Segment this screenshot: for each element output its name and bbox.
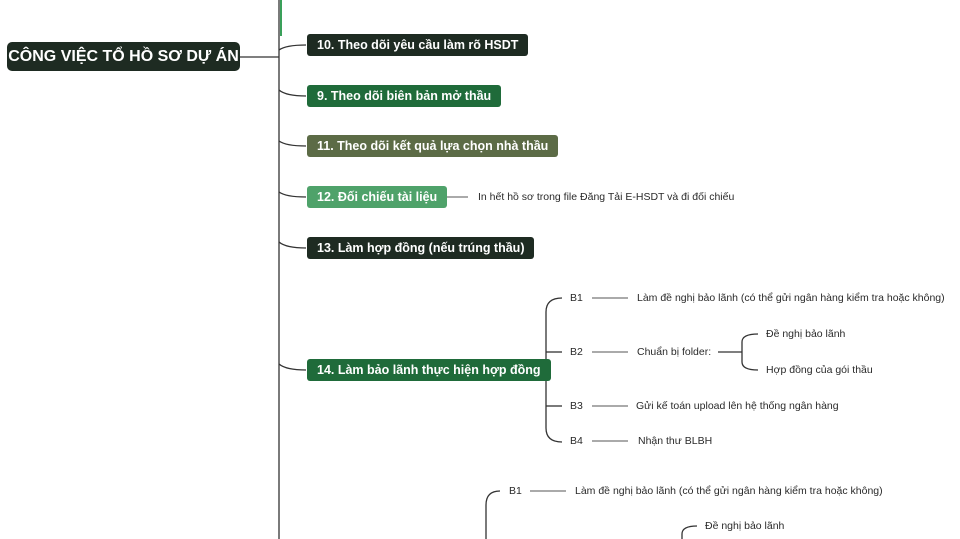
branch-11-node[interactable]: 11. Theo dõi kết quả lựa chọn nhà thầu <box>307 135 559 157</box>
branch-12-node[interactable]: 12. Đối chiếu tài liệu <box>307 186 448 208</box>
lower-sub-bracket <box>681 525 698 539</box>
step-b3-label: B3 <box>570 400 583 412</box>
branch-13-node[interactable]: 13. Làm hợp đồng (nếu trúng thầu) <box>307 237 535 259</box>
step-b2-text: Chuẩn bị folder: <box>637 346 712 358</box>
branch-14-node[interactable]: 14. Làm bảo lãnh thực hiện hợp đồng <box>307 359 551 381</box>
branch-connector-13 <box>278 241 307 249</box>
step-b1-label: B1 <box>570 292 583 304</box>
branch-9-node[interactable]: 9. Theo dõi biên bản mở thầu <box>307 85 502 107</box>
root-node[interactable]: CÔNG VIỆC TỔ HỒ SƠ DỰ ÁN <box>7 42 240 71</box>
step-b4-text: Nhận thư BLBH <box>638 435 713 447</box>
lower-step-b1-text: Làm đề nghị bảo lãnh (có thể gửi ngân hà… <box>575 485 883 497</box>
branch-connector-10 <box>278 44 307 51</box>
lower-bracket <box>485 490 501 539</box>
step-b2-child-2: Hợp đồng của gói thầu <box>766 364 873 376</box>
branch-10-node[interactable]: 10. Theo dõi yêu cầu làm rõ HSDT <box>307 34 529 56</box>
step-b4-label: B4 <box>570 435 583 447</box>
branch-connector-14 <box>278 363 307 371</box>
branch-connector-11 <box>278 140 307 147</box>
branch-connector-12 <box>278 191 307 198</box>
branch-12-note: In hết hồ sơ trong file Đăng Tải E-HSDT … <box>478 191 735 203</box>
step-b3-text: Gửi kế toán upload lên hệ thống ngân hàn… <box>636 400 839 412</box>
branch-connector-9 <box>278 89 307 97</box>
lower-step-child-1: Đề nghị bảo lãnh <box>705 520 785 532</box>
sub-bracket <box>741 333 759 371</box>
step-b2-child-1: Đề nghị bảo lãnh <box>766 328 846 340</box>
step-b1-text: Làm đề nghị bảo lãnh (có thể gửi ngân hà… <box>637 292 945 304</box>
step-b2-label: B2 <box>570 346 583 358</box>
lower-step-b1-label: B1 <box>509 485 522 497</box>
